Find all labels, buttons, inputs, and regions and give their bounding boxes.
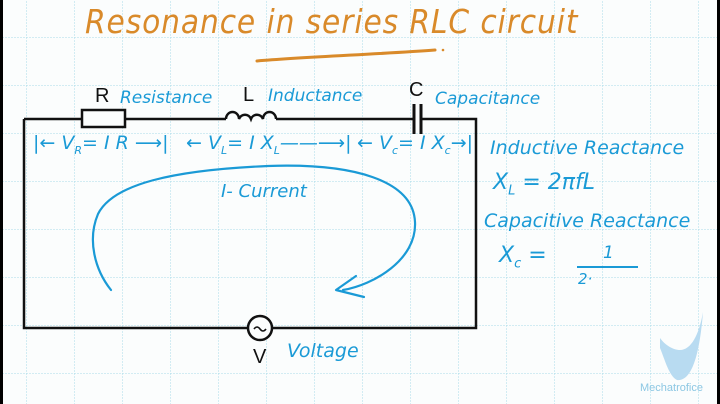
rlc-circuit-diagram (22, 48, 638, 342)
capacitive-reactance-lhs: Xc = (499, 243, 547, 272)
watermark-text: Mechatrofice (640, 382, 703, 394)
mechatrofice-logo-icon (660, 312, 703, 381)
current-arrowhead (334, 274, 366, 299)
inductor-symbol-label: L (243, 84, 255, 106)
title-underline (255, 48, 437, 63)
vr-equation: |← VR= I R ⟶| (33, 132, 169, 157)
capacitive-reactance-heading: Capacitive Reactance (484, 210, 691, 232)
graph-paper-grid (3, 0, 717, 404)
inductive-reactance-formula: XL = 2πfL (493, 170, 595, 199)
resistance-label: Resistance (120, 88, 213, 108)
resistor-symbol-label: R (95, 85, 110, 107)
voltage-label: Voltage (287, 340, 359, 362)
capacitance-label: Capacitance (435, 89, 541, 109)
current-loop-arrow (91, 164, 417, 292)
capacitive-denominator-partial: 2· (578, 270, 593, 288)
inductor-symbol (224, 110, 278, 123)
whiteboard-canvas: Resonance in series RLC circuit R Resist… (3, 0, 717, 404)
capacitor-symbol (412, 104, 423, 134)
vc-equation: ← Vc= I Xc→| (357, 132, 474, 157)
vl-equation: ← VL= I XL——⟶| (186, 132, 352, 157)
circuit-wires (22, 117, 478, 330)
inductance-label: Inductance (268, 86, 363, 106)
capacitor-symbol-label: C (409, 79, 424, 101)
source-symbol-label: V (253, 346, 267, 368)
current-label: I- Current (221, 181, 307, 202)
capacitive-numerator: 1 (603, 243, 614, 263)
page-title: Resonance in series RLC circuit (85, 2, 579, 41)
resistor-symbol (80, 108, 127, 129)
inductive-reactance-heading: Inductive Reactance (490, 137, 685, 159)
